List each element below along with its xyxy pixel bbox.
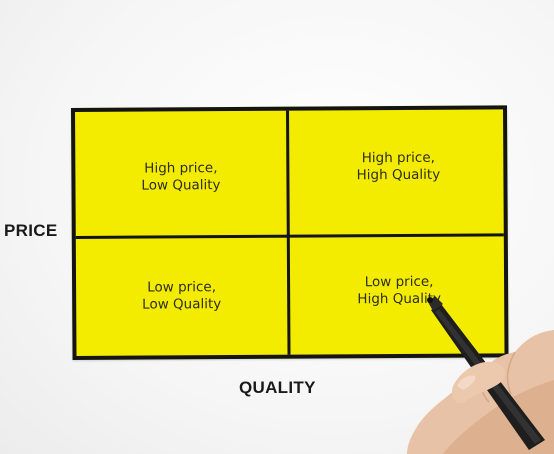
finger-outline xyxy=(506,351,516,395)
thumb xyxy=(451,361,506,404)
hand-holding-marker-illustration xyxy=(407,296,554,454)
quadrant-low-price-low-quality: Low price, Low Quality xyxy=(76,238,288,360)
quadrant-high-price-low-quality: High price, Low Quality xyxy=(75,111,287,236)
quadrant-label-line2: Low Quality xyxy=(142,295,222,313)
y-axis-label: PRICE xyxy=(4,221,58,240)
quadrant-label-line2: Low Quality xyxy=(141,177,221,194)
quadrant-label-line1: High price, xyxy=(144,160,218,177)
thumbnail xyxy=(457,375,476,390)
quadrant-label-line1: High price, xyxy=(361,149,435,167)
quadrant-label-line1: Low price, xyxy=(364,273,434,290)
quadrant-label-line2: High Quality xyxy=(356,166,441,184)
quadrant-high-price-high-quality: High price, High Quality xyxy=(289,109,508,234)
x-axis-label: QUALITY xyxy=(239,378,316,397)
quadrant-label-line1: Low price, xyxy=(147,278,217,296)
